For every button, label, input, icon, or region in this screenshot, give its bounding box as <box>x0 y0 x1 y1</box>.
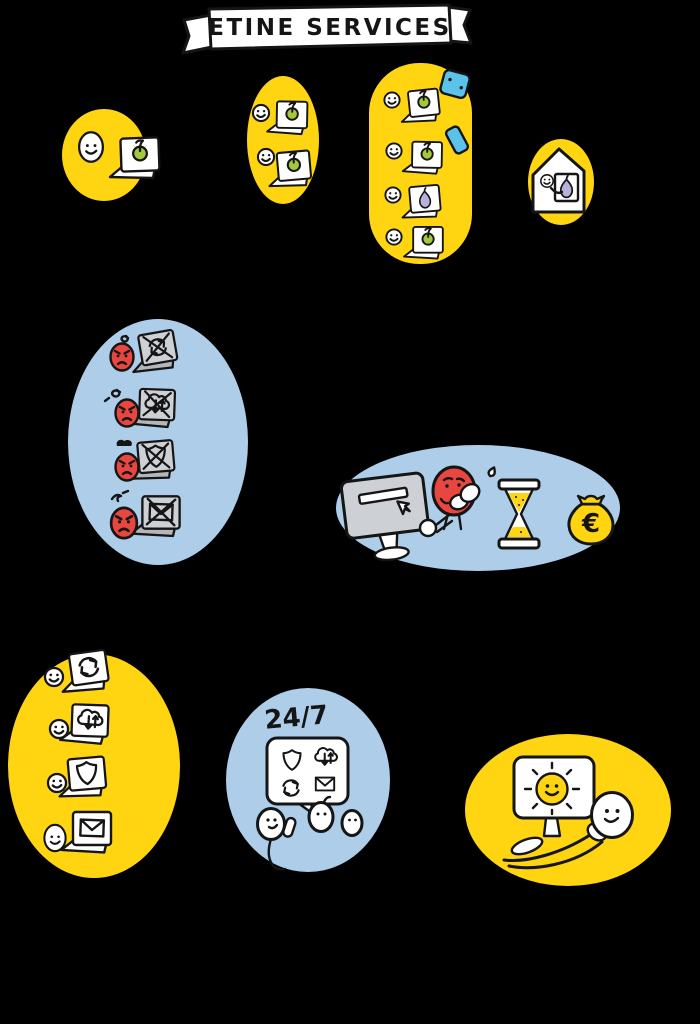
smiley-face <box>385 142 403 160</box>
scene-home-worker <box>528 139 594 225</box>
headset-wire <box>267 837 287 871</box>
hourglass-sand-bottom <box>507 527 531 537</box>
scene-single-worker <box>62 109 161 201</box>
angry-face <box>114 452 140 482</box>
money-bag-knot <box>576 494 606 506</box>
smiley-face <box>48 718 70 740</box>
angry-face <box>114 398 140 428</box>
hand-on-screen <box>418 518 438 538</box>
services-speech-bubble <box>265 736 350 820</box>
smiley-face <box>251 103 271 123</box>
scene-happy-client <box>465 734 671 886</box>
sun-rays <box>523 761 581 816</box>
webcam-icon <box>439 68 471 100</box>
smiley-face <box>77 131 105 163</box>
smiley-face <box>46 772 68 794</box>
smiley-face <box>43 666 65 688</box>
smiley-face <box>384 186 402 204</box>
monitor-foot <box>373 546 410 562</box>
relaxed-person <box>502 791 634 870</box>
monitor-foot <box>510 836 544 856</box>
scene-happy-services <box>8 648 180 878</box>
body-lines <box>442 512 463 531</box>
scene-support-team: 24/7 <box>226 688 390 872</box>
support-agent <box>340 809 364 837</box>
arm-line <box>549 186 564 195</box>
money-bag-icon: € <box>567 494 615 546</box>
confusion-spiral <box>103 388 122 403</box>
hourglass-sand-top <box>508 493 530 512</box>
monitor-screen <box>339 471 430 540</box>
cursor-icon <box>396 500 411 516</box>
euro-symbol: € <box>581 509 600 539</box>
page-title: ETINE SERVICES <box>208 15 451 41</box>
menu-bar <box>357 486 409 505</box>
monitor-stand <box>542 816 562 838</box>
monitor-icon <box>339 471 430 562</box>
arm-lines <box>502 833 604 870</box>
headset-mic-icon <box>282 816 297 838</box>
bubble-panel <box>265 736 350 806</box>
sun-smiley-icon <box>523 761 581 816</box>
smiley-face <box>43 823 67 853</box>
banner-plate <box>207 3 453 51</box>
smiley-face <box>383 91 401 109</box>
title-banner: ETINE SERVICES <box>181 3 473 55</box>
support-agent <box>307 795 335 833</box>
smiley-face <box>590 791 634 839</box>
hourglass-cap-bottom <box>497 537 541 550</box>
hourglass-cap-top <box>497 478 541 491</box>
smiley-face <box>385 228 403 246</box>
angry-face <box>109 342 135 372</box>
grumble-scribble <box>110 489 130 503</box>
support-agent <box>256 807 297 871</box>
scene-time-and-cost: € <box>336 445 620 571</box>
smiley-face <box>540 174 554 188</box>
availability-badge: 24/7 <box>263 700 329 735</box>
smiley-face <box>256 147 276 167</box>
storm-cloud <box>116 439 132 446</box>
angry-face <box>109 506 139 540</box>
hand-icon <box>459 482 481 504</box>
annoyance-squiggle <box>120 334 130 343</box>
scene-multi-device-team <box>369 63 472 264</box>
hourglass-icon <box>497 478 541 550</box>
frustrated-face <box>431 465 481 531</box>
phone-icon <box>444 125 470 155</box>
scene-paired-workers <box>247 76 319 204</box>
scene-angry-users <box>68 319 248 565</box>
